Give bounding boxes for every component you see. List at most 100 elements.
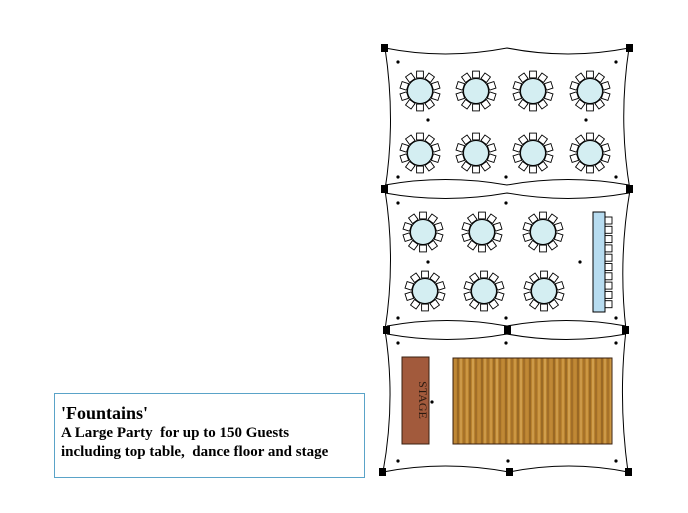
top-table-chair xyxy=(604,216,613,225)
table-top xyxy=(530,219,556,245)
chair xyxy=(517,98,529,110)
chair xyxy=(569,153,580,163)
chair xyxy=(529,70,537,79)
post xyxy=(504,326,511,334)
chair xyxy=(539,211,547,220)
chair xyxy=(600,143,611,153)
chair xyxy=(594,98,606,110)
chair xyxy=(429,298,441,310)
light-point xyxy=(584,118,588,122)
chair xyxy=(478,211,486,220)
chair xyxy=(523,291,534,301)
chair xyxy=(537,160,549,172)
chair xyxy=(409,272,421,284)
chair xyxy=(488,298,500,310)
top-table-chair xyxy=(604,300,613,309)
chair xyxy=(574,160,586,172)
table-top xyxy=(463,78,489,104)
chair xyxy=(404,281,415,291)
chair xyxy=(594,72,606,84)
chair xyxy=(455,91,466,101)
chair xyxy=(466,239,478,251)
chair xyxy=(455,153,466,163)
chair xyxy=(543,81,554,91)
round-table xyxy=(569,132,611,174)
chair xyxy=(529,165,537,174)
chair xyxy=(547,213,559,225)
chair xyxy=(480,72,492,84)
post xyxy=(381,185,388,193)
chair xyxy=(569,91,580,101)
chair xyxy=(586,70,594,79)
chair xyxy=(512,91,523,101)
stage: STAGE xyxy=(401,356,430,445)
chair xyxy=(404,134,416,146)
chair xyxy=(548,298,560,310)
chair xyxy=(480,98,492,110)
chair xyxy=(569,143,580,153)
round-table xyxy=(463,270,505,312)
chair xyxy=(492,222,503,232)
marquee-posts xyxy=(379,44,633,476)
chair xyxy=(407,239,419,251)
chair xyxy=(600,153,611,163)
post xyxy=(622,326,629,334)
chair xyxy=(494,291,505,301)
chair xyxy=(543,91,554,101)
chair xyxy=(494,281,505,291)
table-top xyxy=(407,78,433,104)
light-point xyxy=(396,60,400,64)
round-table xyxy=(461,211,503,253)
chair xyxy=(472,70,480,79)
chair xyxy=(472,165,480,174)
marquee-right-wall xyxy=(621,47,631,473)
chair xyxy=(429,272,441,284)
chair xyxy=(512,81,523,91)
light-point xyxy=(396,201,400,205)
chair xyxy=(399,143,410,153)
chair xyxy=(468,298,480,310)
dance-floor xyxy=(452,357,613,445)
top-table-chair xyxy=(604,281,613,290)
bay-divider-1 xyxy=(384,179,630,199)
table-top xyxy=(410,219,436,245)
chair xyxy=(537,98,549,110)
chair xyxy=(486,91,497,101)
chair xyxy=(416,132,424,141)
chair xyxy=(522,222,533,232)
chair xyxy=(492,232,503,242)
chair xyxy=(486,239,498,251)
chair xyxy=(486,153,497,163)
table-top xyxy=(577,140,603,166)
chair xyxy=(433,232,444,242)
table-top xyxy=(471,278,497,304)
light-point xyxy=(614,316,618,320)
chair xyxy=(478,244,486,253)
chair xyxy=(424,160,436,172)
light-point xyxy=(396,316,400,320)
chair xyxy=(600,81,611,91)
light-points xyxy=(396,60,618,463)
post xyxy=(626,185,633,193)
chair xyxy=(539,244,547,253)
chair xyxy=(528,272,540,284)
chair xyxy=(461,232,472,242)
chair xyxy=(468,272,480,284)
chair xyxy=(537,72,549,84)
chair xyxy=(430,143,441,153)
chair xyxy=(486,213,498,225)
caption-line-1: A Large Party for up to 150 Guests xyxy=(61,425,290,441)
top-table-surface xyxy=(592,211,606,313)
chair xyxy=(543,153,554,163)
chair xyxy=(480,303,488,312)
table-top xyxy=(520,140,546,166)
round-table xyxy=(569,70,611,112)
chair xyxy=(460,72,472,84)
stage-platform xyxy=(401,356,430,445)
chair xyxy=(430,91,441,101)
chair xyxy=(574,98,586,110)
chair xyxy=(460,160,472,172)
chair xyxy=(528,298,540,310)
light-point xyxy=(426,260,430,264)
